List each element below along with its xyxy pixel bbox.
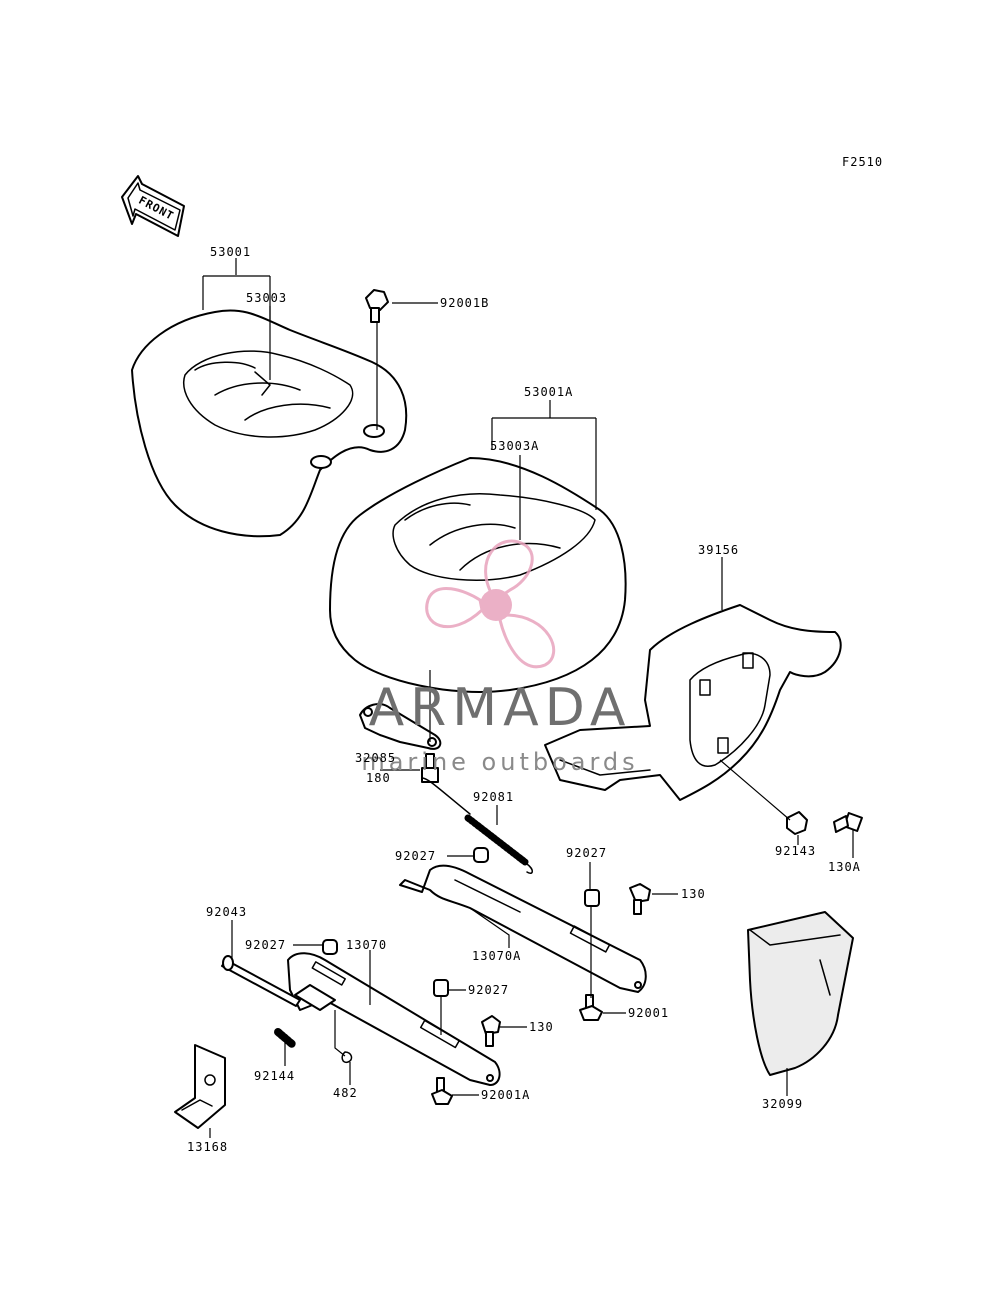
label-92001A: 92001A: [481, 1088, 530, 1102]
bolt-130A: [833, 812, 863, 833]
nut-92143: [786, 811, 808, 835]
label-53003: 53003: [246, 291, 287, 305]
label-13070: 13070: [346, 938, 387, 952]
collar-92027-c: [322, 939, 338, 955]
pin-92043: [221, 955, 301, 1007]
label-180: 180: [366, 771, 391, 785]
label-92144: 92144: [254, 1069, 295, 1083]
spring-92081: [421, 777, 533, 875]
bolt-92001B: [365, 289, 389, 323]
spring-92144: [274, 1028, 296, 1048]
collar-92027-b: [584, 889, 600, 907]
figure-code: F2510: [842, 155, 883, 169]
label-53001: 53001: [210, 245, 251, 259]
label-130A: 130A: [828, 860, 861, 874]
armada-watermark: ARMADA marine outboards: [361, 539, 638, 776]
front-arrow-icon: FRONT: [121, 175, 185, 237]
label-130-a: 130: [681, 887, 706, 901]
label-13070A: 13070A: [472, 949, 521, 963]
label-53001A: 53001A: [524, 385, 573, 399]
label-32099: 32099: [762, 1097, 803, 1111]
label-130-b: 130: [529, 1020, 554, 1034]
label-92081: 92081: [473, 790, 514, 804]
bolt-130-a: [629, 883, 651, 915]
label-92143: 92143: [775, 844, 816, 858]
watermark-tagline: marine outboards: [361, 748, 638, 776]
label-92001: 92001: [628, 1006, 669, 1020]
tool-tray: [544, 604, 842, 801]
hinge-plate: [359, 703, 442, 750]
part-labels: 53001 53003 92001B 53001A 53003A 39156 3…: [187, 245, 861, 1154]
propeller-logo-icon: [425, 539, 556, 669]
bracket-13070: [287, 952, 501, 1086]
label-92027-b: 92027: [566, 846, 607, 860]
collar-92027-d: [433, 979, 449, 997]
bolt-92001: [579, 994, 603, 1021]
label-482: 482: [333, 1086, 358, 1100]
label-92027-c: 92027: [245, 938, 286, 952]
collar-92027-a: [473, 847, 489, 863]
label-39156: 39156: [698, 543, 739, 557]
label-92027-a: 92027: [395, 849, 436, 863]
label-32085: 32085: [355, 751, 396, 765]
label-92043: 92043: [206, 905, 247, 919]
label-53003A: 53003A: [490, 439, 539, 453]
watermark-brand: ARMADA: [369, 678, 632, 738]
storage-box: [747, 911, 854, 1076]
bolt-92001A: [431, 1077, 453, 1105]
clip-482: [341, 1051, 353, 1064]
bolt-130-b: [481, 1015, 501, 1047]
bracket-13070A: [399, 864, 647, 993]
bracket-13168: [174, 1044, 226, 1129]
label-13168: 13168: [187, 1140, 228, 1154]
label-92027-d: 92027: [468, 983, 509, 997]
rear-seat: [131, 309, 408, 538]
leader-lines: [202, 258, 854, 1138]
front-seat: [329, 457, 627, 693]
label-92001B: 92001B: [440, 296, 489, 310]
